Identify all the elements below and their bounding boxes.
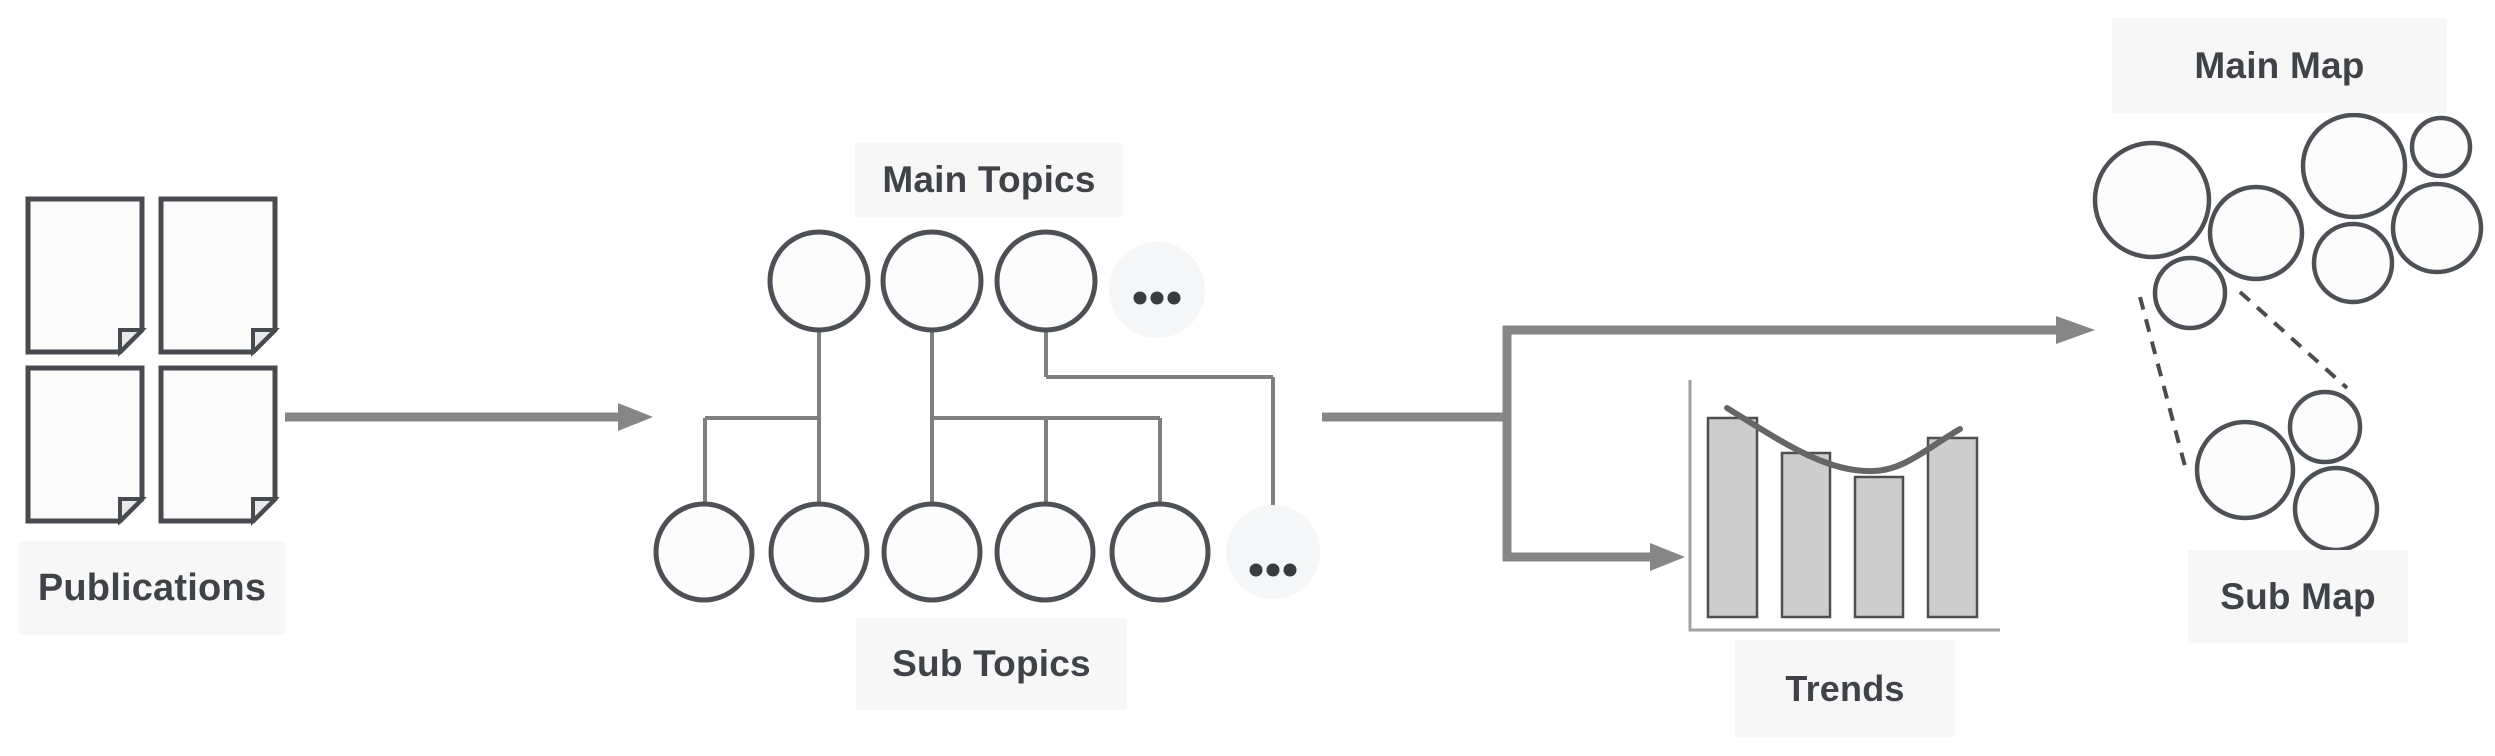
- main-topic-node: [994, 229, 1098, 333]
- topic-node-group: [653, 229, 1320, 603]
- trends-chart: [1688, 380, 2000, 632]
- main-map-bubble: [2207, 184, 2305, 282]
- main-topic-node: [767, 229, 871, 333]
- arrow-head-icon: [618, 403, 653, 431]
- main-topic-node: [880, 229, 984, 333]
- sub-map-bubble: [2292, 465, 2380, 553]
- sub-map-bubble: [2194, 419, 2296, 521]
- topic-tree-connectors: [703, 330, 1275, 507]
- main-map-bubble: [2092, 140, 2212, 260]
- sub-topic-node: [881, 501, 983, 603]
- dashed-link-left: [2138, 296, 2188, 471]
- chart-axes: [1688, 380, 2000, 632]
- sub-map-bubble-group: [2194, 389, 2380, 553]
- sub-topic-node: [653, 501, 755, 603]
- sub-topics-ellipsis-icon: [1266, 563, 1280, 577]
- sub-topic-node: [1109, 501, 1211, 603]
- trend-bar: [1780, 451, 1832, 619]
- main-map-bubble: [2311, 221, 2395, 305]
- document-folded-corner-icon: [251, 328, 280, 357]
- main-map-bubble: [2390, 181, 2484, 275]
- split-connector: [1322, 316, 2095, 571]
- trends-label: Trends: [1735, 640, 1955, 737]
- publications-label: Publications: [19, 541, 285, 635]
- document-folded-corner-icon: [251, 497, 280, 526]
- document-folded-corner-icon: [118, 328, 147, 357]
- main-topics-ellipsis-icon-background: [1109, 242, 1205, 338]
- main-topics-label: Main Topics: [855, 143, 1123, 217]
- trend-bar: [1853, 475, 1905, 619]
- sub-map-label: Sub Map: [2188, 550, 2408, 643]
- flow-arrow-publications-to-topics: [285, 403, 653, 431]
- main-map-bubble-group: [2092, 112, 2484, 331]
- publications-document-group: [25, 196, 280, 526]
- sub-topics-ellipsis-icon-background: [1226, 505, 1320, 599]
- main-topics-ellipsis-icon: [1167, 291, 1181, 305]
- trend-curve: [1724, 405, 1963, 475]
- trend-bar: [1926, 436, 1979, 619]
- main-map-label: Main Map: [2112, 18, 2447, 113]
- sub-map-bubble: [2287, 389, 2363, 465]
- sub-topics-label: Sub Topics: [856, 618, 1127, 710]
- sub-topic-node: [768, 501, 870, 603]
- arrow-head-trends-icon: [1650, 543, 1685, 571]
- main-map-bubble: [2300, 112, 2408, 220]
- trend-bar: [1706, 416, 1759, 619]
- main-map-bubble: [2409, 115, 2473, 179]
- arrow-head-main-map-icon: [2056, 316, 2095, 344]
- sub-topic-node: [994, 501, 1096, 603]
- sub-topics-ellipsis-icon: [1283, 563, 1297, 577]
- main-topics-ellipsis-icon: [1133, 291, 1147, 305]
- dashed-link-right: [2238, 290, 2349, 390]
- document-folded-corner-icon: [118, 497, 147, 526]
- main-map-bubble: [2152, 255, 2228, 331]
- map-dashed-links: [2138, 290, 2349, 471]
- trend-bars-group: [1706, 416, 1979, 619]
- main-topics-ellipsis-icon: [1150, 291, 1164, 305]
- sub-topics-ellipsis-icon: [1249, 563, 1263, 577]
